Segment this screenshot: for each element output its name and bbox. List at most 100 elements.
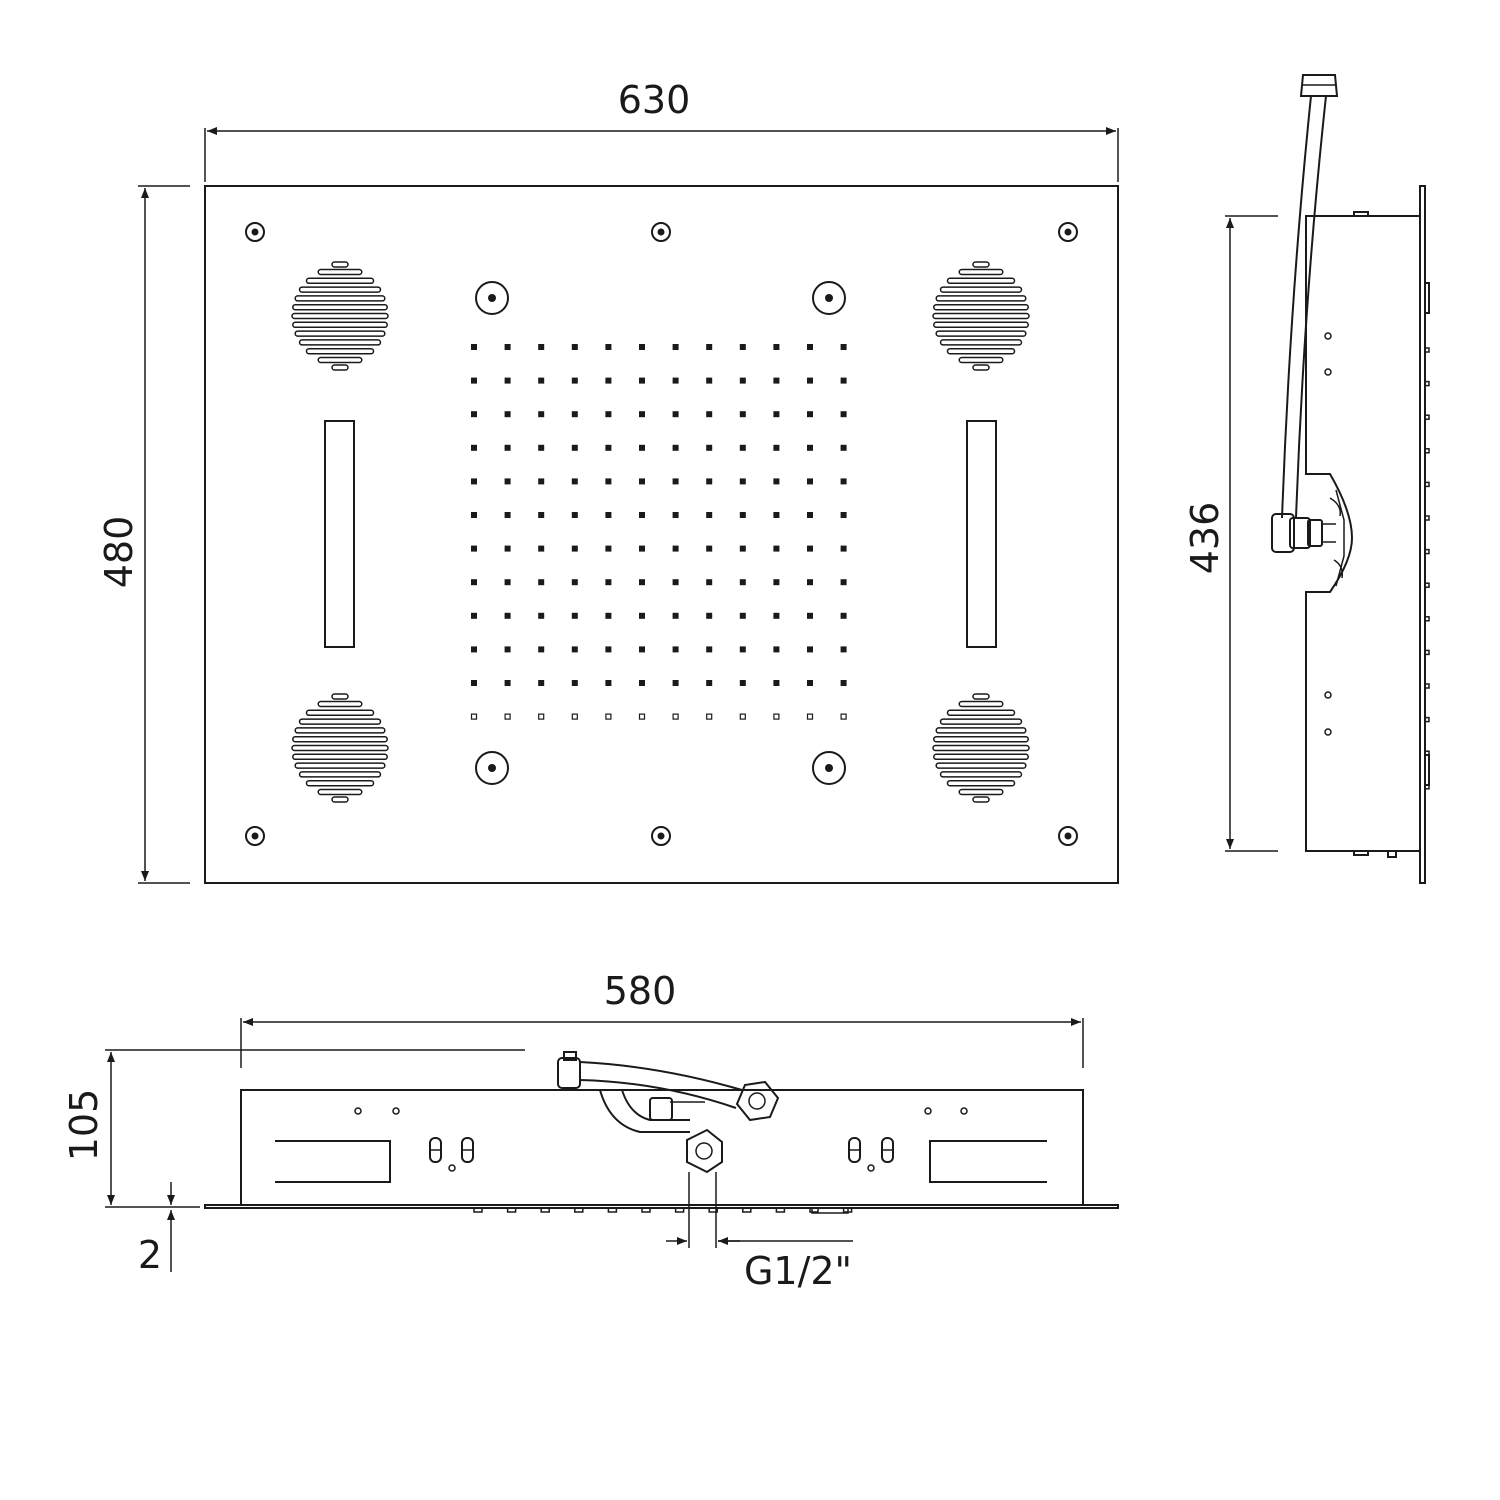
nozzle (739, 377, 746, 384)
nozzle (538, 344, 545, 350)
nozzle (807, 377, 813, 384)
nozzle (807, 411, 813, 418)
nozzle (773, 713, 780, 720)
nozzle (471, 377, 477, 384)
nozzle (807, 444, 813, 451)
nozzle (706, 444, 713, 451)
nozzle (739, 713, 746, 720)
nozzle (605, 680, 612, 686)
nozzle (706, 344, 713, 350)
nozzle (672, 646, 679, 653)
side-height-label: 436 (1183, 502, 1227, 575)
bottom-nozzle-tip (708, 1207, 718, 1213)
connector-left (429, 1137, 474, 1172)
nozzle (504, 680, 511, 686)
nozzle (840, 579, 847, 586)
nozzle (639, 444, 645, 451)
side-nozzle-tip (1424, 515, 1430, 521)
nozzle (706, 377, 713, 384)
nozzle (773, 512, 780, 518)
nozzle (504, 713, 511, 720)
bottom-led-window-left (275, 1140, 391, 1183)
speaker-icon (291, 693, 389, 803)
nozzle (739, 646, 746, 653)
nozzle (773, 612, 780, 619)
screw-icon (1058, 222, 1078, 242)
nozzle (806, 713, 814, 720)
nozzle (639, 478, 645, 485)
side-front-plate (1419, 185, 1426, 884)
nozzle-grid (470, 344, 847, 720)
nozzle (504, 411, 511, 418)
front-view: 630 480 (97, 78, 1119, 884)
nozzle (807, 680, 813, 686)
nozzle (773, 344, 780, 350)
nozzle (571, 478, 578, 485)
nozzle (504, 579, 511, 586)
nozzle (571, 377, 578, 384)
bottom-nozzle-tip (574, 1207, 584, 1213)
bottom-nozzle-tip (775, 1207, 786, 1213)
nozzle (571, 512, 578, 518)
side-nozzle-tip (1424, 548, 1430, 555)
screw-icon (651, 826, 671, 846)
nozzle (471, 478, 477, 485)
nozzle (605, 444, 612, 451)
nozzle (739, 478, 746, 485)
nozzle (773, 579, 780, 586)
plate-thickness-label: 2 (138, 1233, 162, 1277)
nozzle (672, 344, 679, 350)
depth-label: 105 (62, 1089, 106, 1162)
side-nozzle-tip (1424, 616, 1430, 622)
nozzle (571, 713, 578, 720)
nozzle (471, 680, 477, 686)
bottom-nozzle-tip (473, 1207, 483, 1213)
jet-outlet-icon (812, 751, 846, 785)
bottom-nozzle-tip (506, 1207, 517, 1213)
thread-size-label: G1/2" (744, 1249, 852, 1293)
bottom-nozzle-tips (473, 1207, 853, 1214)
nozzle (471, 579, 477, 586)
nozzle (706, 478, 713, 485)
nozzle (807, 579, 813, 586)
nozzle (840, 545, 847, 552)
nozzle (470, 713, 478, 720)
bottom-nozzle-tip (607, 1207, 618, 1213)
led-strip-left (324, 420, 355, 648)
nozzle (504, 612, 511, 619)
nozzle (672, 545, 679, 552)
nozzle (773, 377, 780, 384)
connector-right (848, 1137, 894, 1172)
nozzle (605, 411, 612, 418)
nozzle (672, 579, 679, 586)
nozzle (471, 344, 477, 350)
side-nozzle-tip (1424, 716, 1430, 723)
nozzle (639, 579, 645, 586)
side-nozzle-tip (1424, 582, 1430, 588)
nozzle (605, 512, 612, 518)
nozzle (538, 579, 545, 586)
speaker-icon (291, 261, 389, 371)
bottom-nozzle-tip (742, 1207, 752, 1213)
bottom-hose-fitting (557, 1051, 780, 1174)
nozzle (706, 545, 713, 552)
side-elbow-fitting (1271, 489, 1345, 587)
nozzle (504, 478, 511, 485)
nozzle (840, 612, 847, 619)
height-label: 480 (97, 516, 141, 589)
nozzle (840, 377, 847, 384)
nozzle (706, 713, 713, 720)
nozzle (807, 612, 813, 619)
body-width-label: 580 (604, 969, 677, 1013)
nozzle (571, 545, 578, 552)
nozzle (538, 411, 545, 418)
nozzle (773, 411, 780, 418)
nozzle (504, 545, 511, 552)
screw-icon (245, 222, 265, 242)
side-nozzle-tip (1424, 683, 1430, 689)
nozzle (471, 512, 477, 518)
nozzle (739, 612, 746, 619)
nozzle (807, 344, 813, 350)
nozzle (471, 411, 477, 418)
